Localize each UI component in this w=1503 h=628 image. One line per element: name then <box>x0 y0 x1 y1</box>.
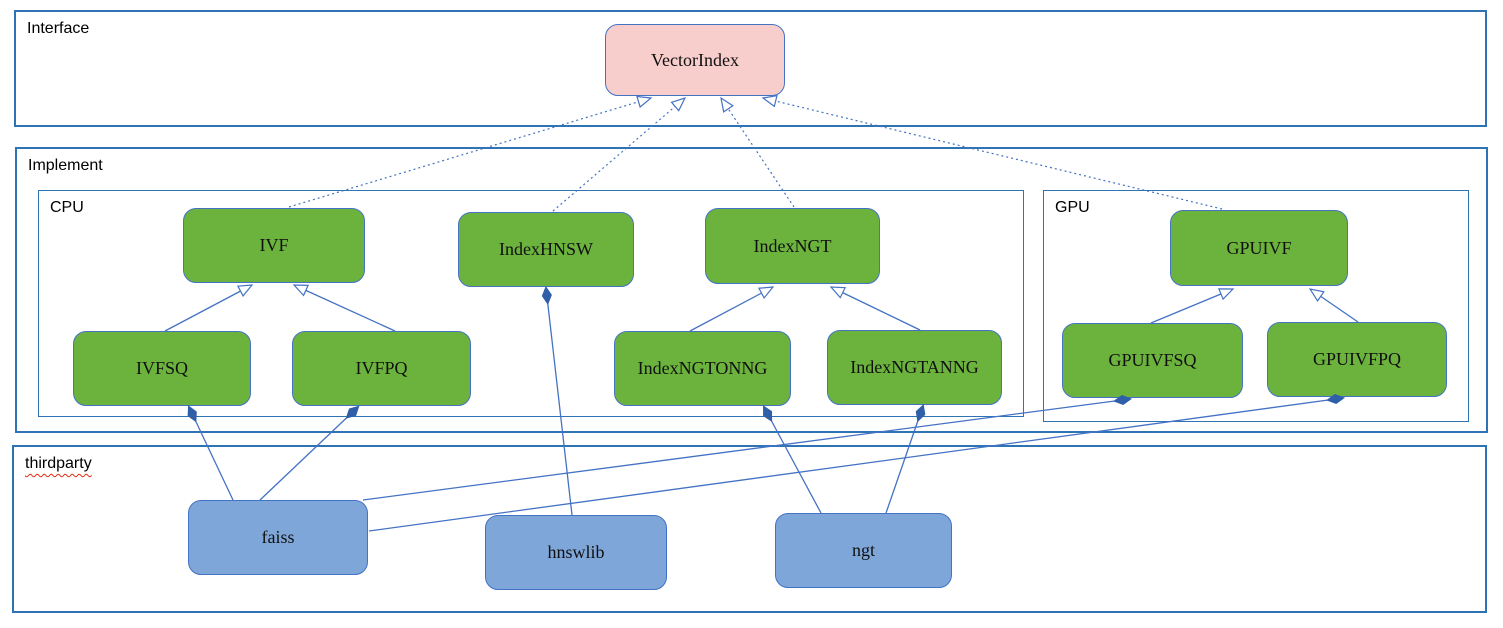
node-hnswlib-label: hnswlib <box>547 542 605 562</box>
container-thirdparty-label: thirdparty <box>25 455 92 472</box>
node-ngt[interactable]: ngt <box>775 513 952 588</box>
node-ivfpq[interactable]: IVFPQ <box>292 331 471 406</box>
container-implement-label: Implement <box>28 157 103 174</box>
node-ivfsq[interactable]: IVFSQ <box>73 331 251 406</box>
node-indexngt[interactable]: IndexNGT <box>705 208 880 284</box>
container-cpu-label: CPU <box>50 199 84 216</box>
node-indexhnsw[interactable]: IndexHNSW <box>458 212 634 287</box>
node-faiss-label: faiss <box>261 527 295 547</box>
container-gpu-label: GPU <box>1055 199 1090 216</box>
node-ngt-label: ngt <box>851 540 875 560</box>
node-indexhnsw-label: IndexHNSW <box>499 239 593 259</box>
node-faiss[interactable]: faiss <box>188 500 368 575</box>
node-vectorindex-label: VectorIndex <box>651 49 739 70</box>
node-gpuivfsq-label: GPUIVFSQ <box>1108 350 1197 370</box>
node-gpuivfsq[interactable]: GPUIVFSQ <box>1062 323 1243 398</box>
node-ivf[interactable]: IVF <box>183 208 365 283</box>
node-indexngt-label: IndexNGT <box>753 235 832 256</box>
node-gpuivfpq-label: GPUIVFPQ <box>1312 349 1402 369</box>
node-indexngtanng-label: IndexNGTANNG <box>850 357 979 377</box>
node-gpuivfpq[interactable]: GPUIVFPQ <box>1267 322 1447 397</box>
node-gpuivf-label: GPUIVF <box>1226 237 1292 258</box>
node-hnswlib[interactable]: hnswlib <box>485 515 667 590</box>
node-ivfsq-label: IVFSQ <box>135 358 188 378</box>
node-vectorindex[interactable]: VectorIndex <box>605 24 785 96</box>
node-ivfpq-label: IVFPQ <box>355 358 408 378</box>
node-indexngtonng[interactable]: IndexNGTONNG <box>614 331 791 406</box>
node-indexngtanng[interactable]: IndexNGTANNG <box>827 330 1002 405</box>
node-ivf-label: IVF <box>259 235 289 255</box>
node-gpuivf[interactable]: GPUIVF <box>1170 210 1348 286</box>
node-indexngtonng-label: IndexNGTONNG <box>637 358 768 378</box>
container-interface-label: Interface <box>27 20 90 37</box>
